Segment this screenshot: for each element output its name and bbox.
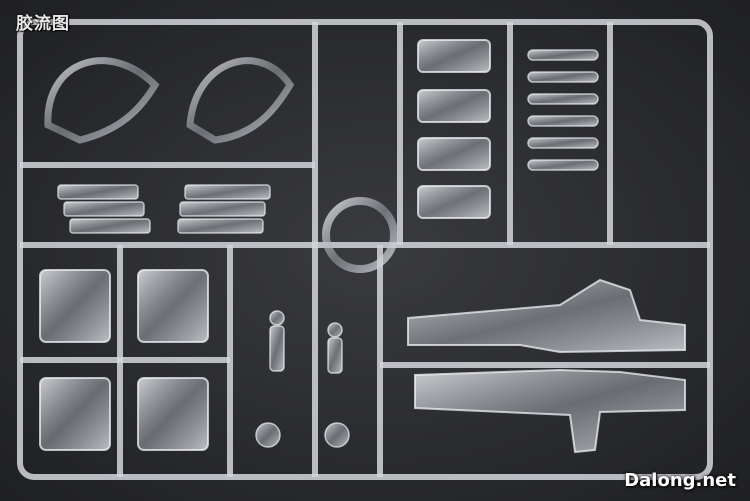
watermark-top-left: 胶流图 <box>16 14 70 34</box>
block-parts <box>39 269 209 451</box>
triple-hole-parts <box>417 39 491 219</box>
pilot-figures <box>269 310 343 374</box>
ring-part <box>322 197 398 273</box>
arc-parts <box>44 57 295 144</box>
cross-parts <box>255 422 350 448</box>
rifle-parts <box>407 278 686 454</box>
stacked-parts <box>57 184 271 234</box>
runner-frame <box>17 19 713 480</box>
watermark-bottom-right: Dalong.net <box>624 470 736 491</box>
missile-parts <box>527 49 599 171</box>
